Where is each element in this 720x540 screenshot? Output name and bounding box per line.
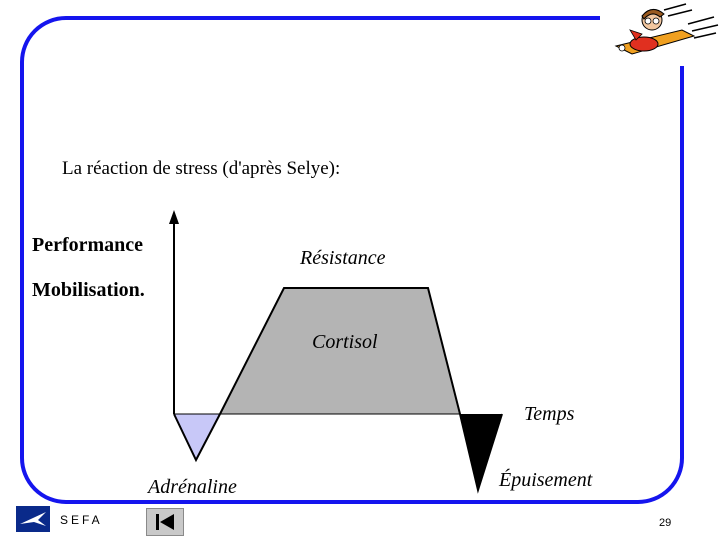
y-axis-label-mobilisation: Mobilisation. xyxy=(32,279,145,301)
sefa-plane-logo-icon xyxy=(16,506,50,532)
phase-label-epuisement: Épuisement xyxy=(499,469,593,491)
slide-title: La réaction de stress (d'après Selye): xyxy=(62,158,341,179)
pilot-mascot-icon xyxy=(614,3,719,55)
adrenaline-area xyxy=(174,414,220,460)
footer-org-name: SEFA xyxy=(60,513,103,527)
stress-curve xyxy=(173,287,503,494)
cortisol-area xyxy=(220,288,460,414)
page-number: 29 xyxy=(659,517,672,529)
phase-label-cortisol: Cortisol xyxy=(312,331,378,353)
x-axis-label-temps: Temps xyxy=(524,403,575,425)
phase-label-adrenaline: Adrénaline xyxy=(148,476,237,498)
y-axis-arrowhead xyxy=(169,210,179,224)
y-axis-label-performance: Performance xyxy=(32,234,144,256)
slide-frame xyxy=(20,16,684,504)
epuisement-area xyxy=(460,414,502,490)
phase-label-resistance: Résistance xyxy=(300,247,386,269)
first-slide-icon xyxy=(156,514,174,530)
first-slide-button[interactable] xyxy=(146,508,184,536)
